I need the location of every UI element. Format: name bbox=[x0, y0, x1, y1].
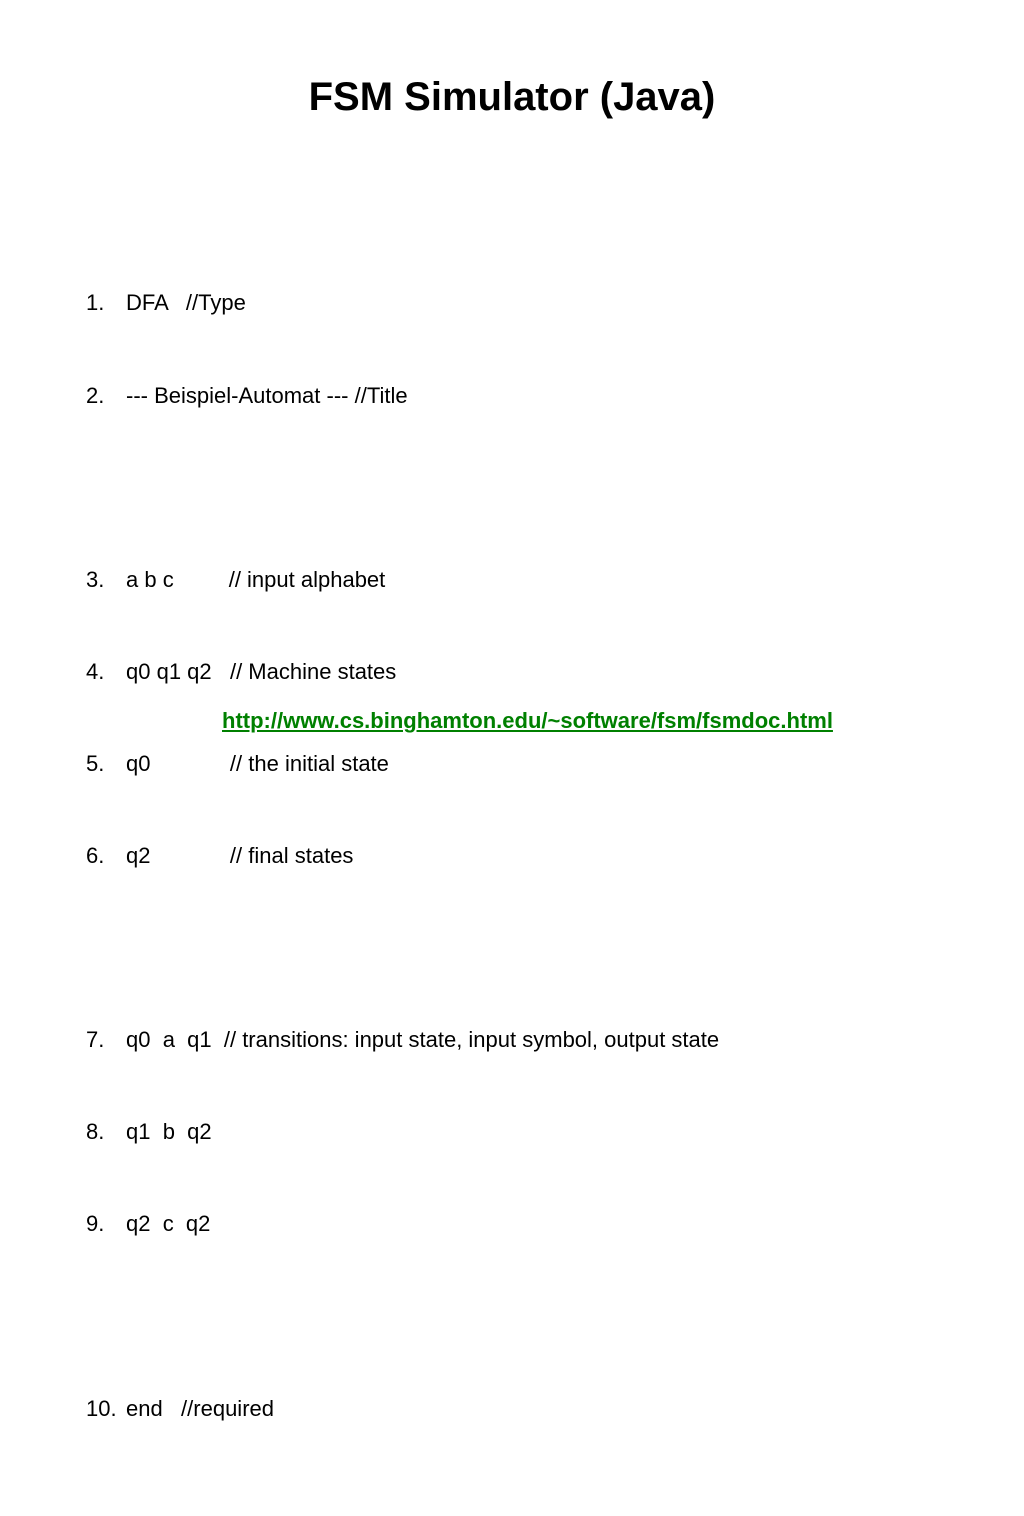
list-item-number: 6. bbox=[86, 842, 105, 868]
list-item-number: 10. bbox=[86, 1395, 117, 1421]
list-item: 1. DFA //Type bbox=[86, 288, 246, 319]
list-item-number: 8. bbox=[86, 1119, 105, 1145]
list-item-text: q0 q1 q2 // Machine states bbox=[126, 658, 397, 684]
list-item: 5. q0 // the initial state bbox=[86, 749, 389, 780]
list-item-number: 7. bbox=[86, 1027, 105, 1053]
list-item-text: DFA //Type bbox=[126, 290, 246, 316]
list-item: 10. end //required bbox=[86, 1394, 274, 1425]
numbered-code-list: 1. DFA //Type 2. --- Beispiel-Automat --… bbox=[86, 227, 719, 1486]
list-item-number: 4. bbox=[86, 658, 105, 684]
list-item: 6. q2 // final states bbox=[86, 841, 353, 872]
list-item-text: q2 // final states bbox=[126, 842, 354, 868]
list-item-number: 3. bbox=[86, 566, 105, 592]
list-item: 9. q2 c q2 bbox=[86, 1209, 210, 1240]
slide-title: FSM Simulator (Java) bbox=[308, 75, 716, 119]
list-item-number: 1. bbox=[86, 290, 105, 316]
list-item-text: a b c // input alphabet bbox=[126, 566, 386, 592]
list-item: 7. q0 a q1 // transitions: input state, … bbox=[86, 1025, 719, 1056]
list-item-number: 2. bbox=[86, 382, 105, 408]
list-item-number: 5. bbox=[86, 750, 105, 776]
list-spacer bbox=[86, 1301, 123, 1332]
list-item-text: q0 a q1 // transitions: input state, inp… bbox=[126, 1027, 720, 1053]
list-item-number: 9. bbox=[86, 1211, 105, 1237]
list-item-text: q0 // the initial state bbox=[126, 750, 389, 776]
list-item-text: q2 c q2 bbox=[126, 1211, 211, 1237]
list-item-text: --- Beispiel-Automat --- //Title bbox=[126, 382, 408, 408]
list-item-text: q1 b q2 bbox=[126, 1119, 212, 1145]
list-item: 8. q1 b q2 bbox=[86, 1117, 212, 1148]
list-spacer bbox=[86, 473, 123, 504]
list-item: 3. a b c // input alphabet bbox=[86, 565, 385, 596]
fsmdoc-link[interactable]: http://www.cs.binghamton.edu/~software/f… bbox=[222, 708, 833, 733]
list-item-text: end //required bbox=[126, 1395, 274, 1421]
list-spacer bbox=[86, 933, 123, 964]
list-item: 2. --- Beispiel-Automat --- //Title bbox=[86, 381, 408, 412]
slide: FSM Simulator (Java) 1. DFA //Type 2. --… bbox=[86, 75, 833, 1421]
list-item: 4. q0 q1 q2 // Machine states bbox=[86, 657, 396, 688]
